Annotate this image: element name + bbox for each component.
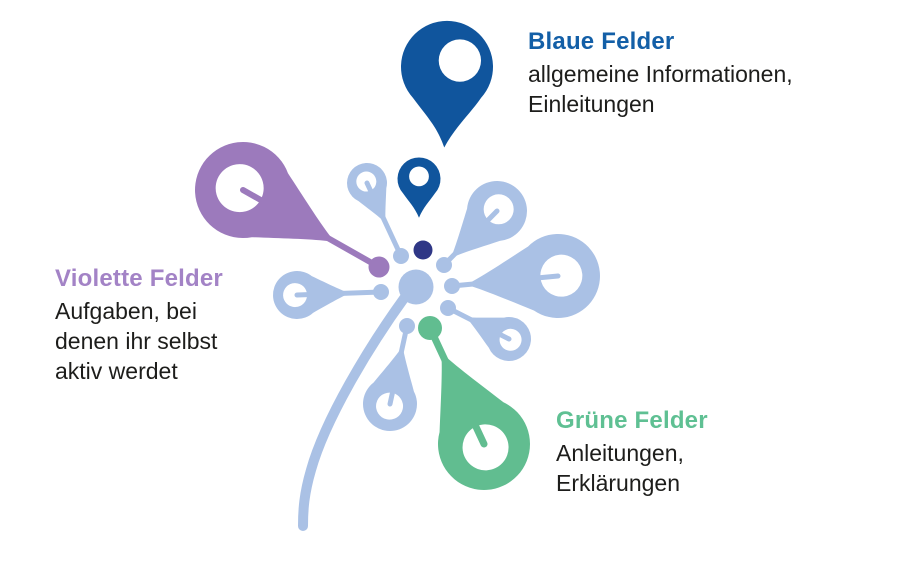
seed-dot [393, 248, 409, 264]
seed-pin-upper-right [431, 168, 540, 278]
seed-pin-bottom [357, 318, 429, 437]
green-pin-icon [401, 336, 546, 506]
dandelion-center [398, 269, 434, 305]
seed-pin-left [272, 269, 389, 320]
seed-dot [399, 318, 415, 334]
navy-dot [413, 240, 433, 260]
seed-pin-right [444, 230, 604, 327]
seed-dot [436, 257, 452, 273]
seed-pin-lower-right [440, 298, 539, 369]
legend-green: Grüne Felder Anleitungen, Erklärungen [556, 406, 708, 498]
dandelion-stalk [298, 292, 410, 531]
legend-green-heading: Grüne Felder [556, 407, 708, 434]
legend-violet-heading: Violette Felder [55, 265, 223, 292]
violet-seed-pin [177, 124, 390, 282]
seed-head-icon [340, 156, 403, 230]
green-seed-pin [401, 316, 546, 506]
legend-blue-line: Einleitungen [528, 91, 655, 117]
legend-violet: Violette Felder Aufgaben, bei denen ihr … [55, 264, 223, 386]
seed-dot [440, 300, 456, 316]
legend-green-line: Anleitungen, [556, 440, 684, 466]
seed-pin-upper-left [340, 156, 409, 264]
seed-head-icon [272, 269, 349, 320]
legend-violet-line: denen ihr selbst [55, 328, 218, 354]
legend-violet-line: aktiv werdet [55, 358, 178, 384]
legend-blue-heading: Blaue Felder [528, 28, 675, 55]
blue-map-pin-icon [401, 20, 493, 148]
seed-head-icon [457, 298, 539, 369]
violet-dot [368, 256, 390, 278]
legend-green-line: Erklärungen [556, 470, 681, 496]
seed-dot [373, 284, 389, 300]
seed-dot [444, 278, 460, 294]
legend-violet-line: Aufgaben, bei [55, 298, 197, 324]
small-blue-map-pin-icon [397, 157, 441, 218]
legend-blue: Blaue Felder allgemeine Informationen, E… [528, 27, 793, 119]
green-dot [418, 316, 442, 340]
legend-blue-line: allgemeine Informationen, [528, 61, 793, 87]
violet-pin-icon [177, 124, 355, 282]
